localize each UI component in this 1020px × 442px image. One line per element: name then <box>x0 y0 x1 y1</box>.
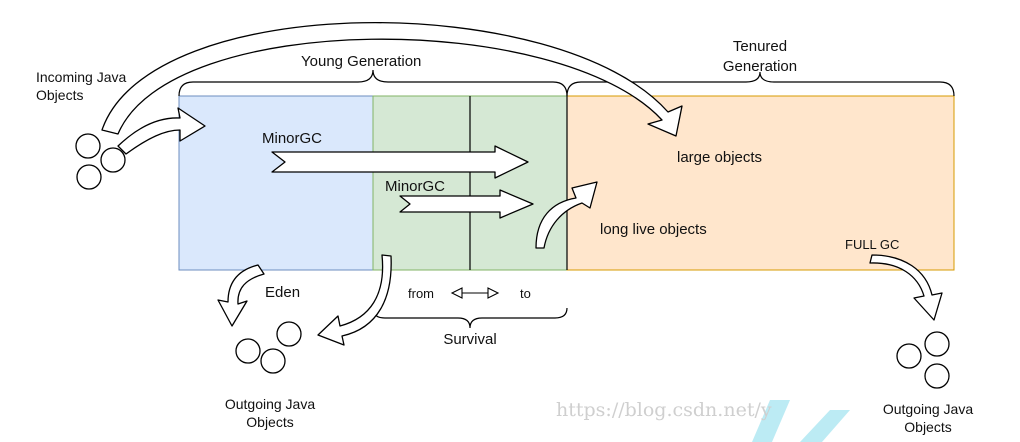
tenured-region <box>566 95 955 271</box>
survival-brace <box>372 307 568 329</box>
eden-to-outgoing-arrow <box>217 264 265 327</box>
survivor-to-region <box>469 95 568 271</box>
outgoing-objects-icon-left <box>235 321 302 374</box>
survivor-to-outgoing-arrow <box>317 254 392 346</box>
tenured-generation-brace <box>566 71 955 97</box>
minor-gc-label-2: MinorGC <box>385 178 445 195</box>
tenured-label-line2: Generation <box>723 58 797 75</box>
outgoing-left-label-line2: Objects <box>246 414 293 430</box>
long-live-objects-label: long live objects <box>600 221 707 238</box>
outgoing-objects-icon-right <box>896 331 950 389</box>
tenured-label-line1: Tenured <box>733 38 787 55</box>
from-label: from <box>408 286 434 301</box>
outgoing-right-label-line2: Objects <box>904 419 951 435</box>
large-objects-arc-arrow <box>101 21 683 137</box>
full-gc-arrow <box>869 254 943 321</box>
watermark-text: https://blog.csdn.net/y <box>556 399 772 421</box>
promote-to-tenured-arrow <box>535 181 598 249</box>
survivor-from-region <box>372 95 471 271</box>
from-to-double-arrow-icon <box>450 287 500 299</box>
eden-label: Eden <box>265 284 300 301</box>
large-objects-label: large objects <box>677 149 762 166</box>
outgoing-right-label-line1: Outgoing Java <box>883 401 973 417</box>
eden-region <box>178 95 374 271</box>
minor-gc-label-1: MinorGC <box>262 130 322 147</box>
incoming-to-eden-arrow <box>117 107 206 155</box>
young-generation-label: Young Generation <box>301 53 421 70</box>
incoming-label-line2: Objects <box>36 87 83 103</box>
survival-label: Survival <box>443 331 496 348</box>
incoming-objects-icon <box>75 133 126 190</box>
watermark-logo-mark <box>752 400 850 442</box>
outgoing-left-label-line1: Outgoing Java <box>225 396 315 412</box>
young-generation-brace <box>178 69 568 97</box>
to-label: to <box>520 286 531 301</box>
incoming-label-line1: Incoming Java <box>36 69 126 85</box>
minor-gc-arrow-2 <box>399 189 534 219</box>
minor-gc-arrow-1 <box>271 145 529 179</box>
full-gc-label: FULL GC <box>845 237 899 252</box>
